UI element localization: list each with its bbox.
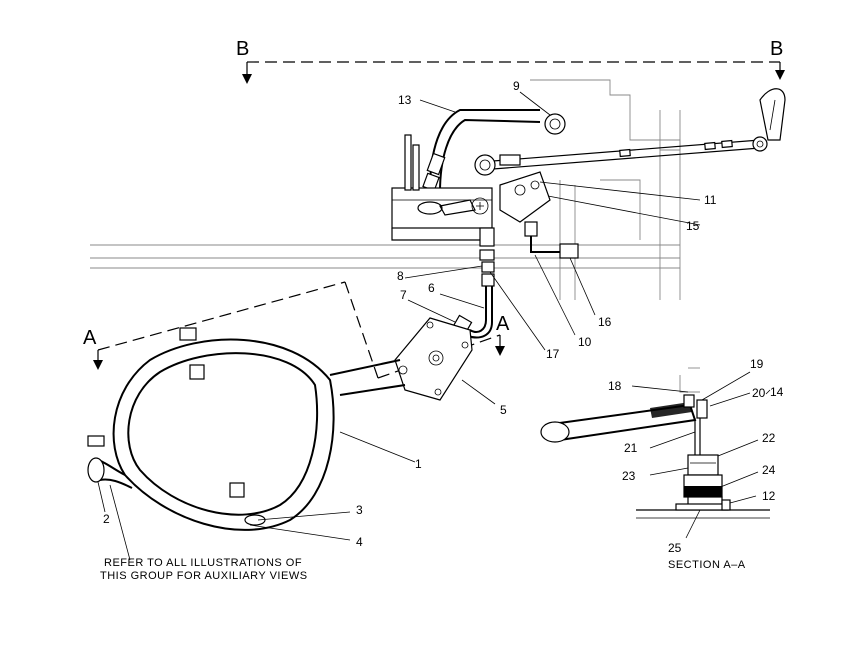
callout-11: 11	[704, 193, 717, 207]
callout-24: 24	[762, 463, 776, 477]
callout-13: 13	[398, 93, 412, 107]
callout-10: 10	[578, 335, 592, 349]
leader-lines	[97, 91, 759, 561]
callout-21: 21	[624, 441, 638, 455]
callout-16: 16	[598, 315, 612, 329]
callout-15: 15	[686, 219, 700, 233]
linkage-rod	[479, 88, 786, 171]
callout-labels: 1 2 3 4 5 6 7 8 9 10 11 12 13 14 15 16 1…	[103, 79, 784, 555]
callout-9: 9	[513, 79, 520, 93]
callout-22: 22	[762, 431, 776, 445]
callout-8: 8	[397, 269, 404, 283]
section-line-b: B B	[236, 38, 785, 84]
note-line-1: REFER TO ALL ILLUSTRATIONS OF	[104, 557, 302, 569]
background-frame	[90, 79, 681, 300]
callout-23: 23	[622, 469, 636, 483]
section-a-a-detail	[540, 367, 770, 519]
callout-25: 25	[668, 541, 682, 555]
frame-weldment	[87, 327, 406, 531]
callout-5: 5	[500, 403, 507, 417]
valve-assembly	[391, 109, 579, 339]
callout-2: 2	[103, 512, 110, 526]
notes: REFER TO ALL ILLUSTRATIONS OF THIS GROUP…	[100, 557, 746, 582]
arrow-down-icon	[242, 74, 252, 84]
arrow-down-icon	[495, 346, 505, 356]
section-b-left-label: B	[236, 38, 249, 60]
callout-14: 14	[770, 385, 784, 399]
callout-6: 6	[428, 281, 435, 295]
note-line-2: THIS GROUP FOR AUXILIARY VIEWS	[100, 570, 308, 582]
section-caption: SECTION A–A	[668, 559, 746, 571]
mounting-plate	[394, 317, 473, 401]
arrow-down-icon	[775, 70, 785, 80]
section-b-right-label: B	[770, 38, 783, 60]
callout-17: 17	[546, 347, 560, 361]
callout-12: 12	[762, 489, 776, 503]
callout-18: 18	[608, 379, 622, 393]
section-a-right-label: A	[496, 313, 510, 335]
callout-separator	[765, 389, 771, 395]
callout-19: 19	[750, 357, 764, 371]
arrow-down-icon	[93, 360, 103, 370]
callout-7: 7	[400, 288, 407, 302]
callout-20: 20	[752, 386, 766, 400]
section-a-left-label: A	[83, 327, 97, 349]
callout-3: 3	[356, 503, 363, 517]
callout-4: 4	[356, 535, 363, 549]
callout-1: 1	[415, 457, 422, 471]
